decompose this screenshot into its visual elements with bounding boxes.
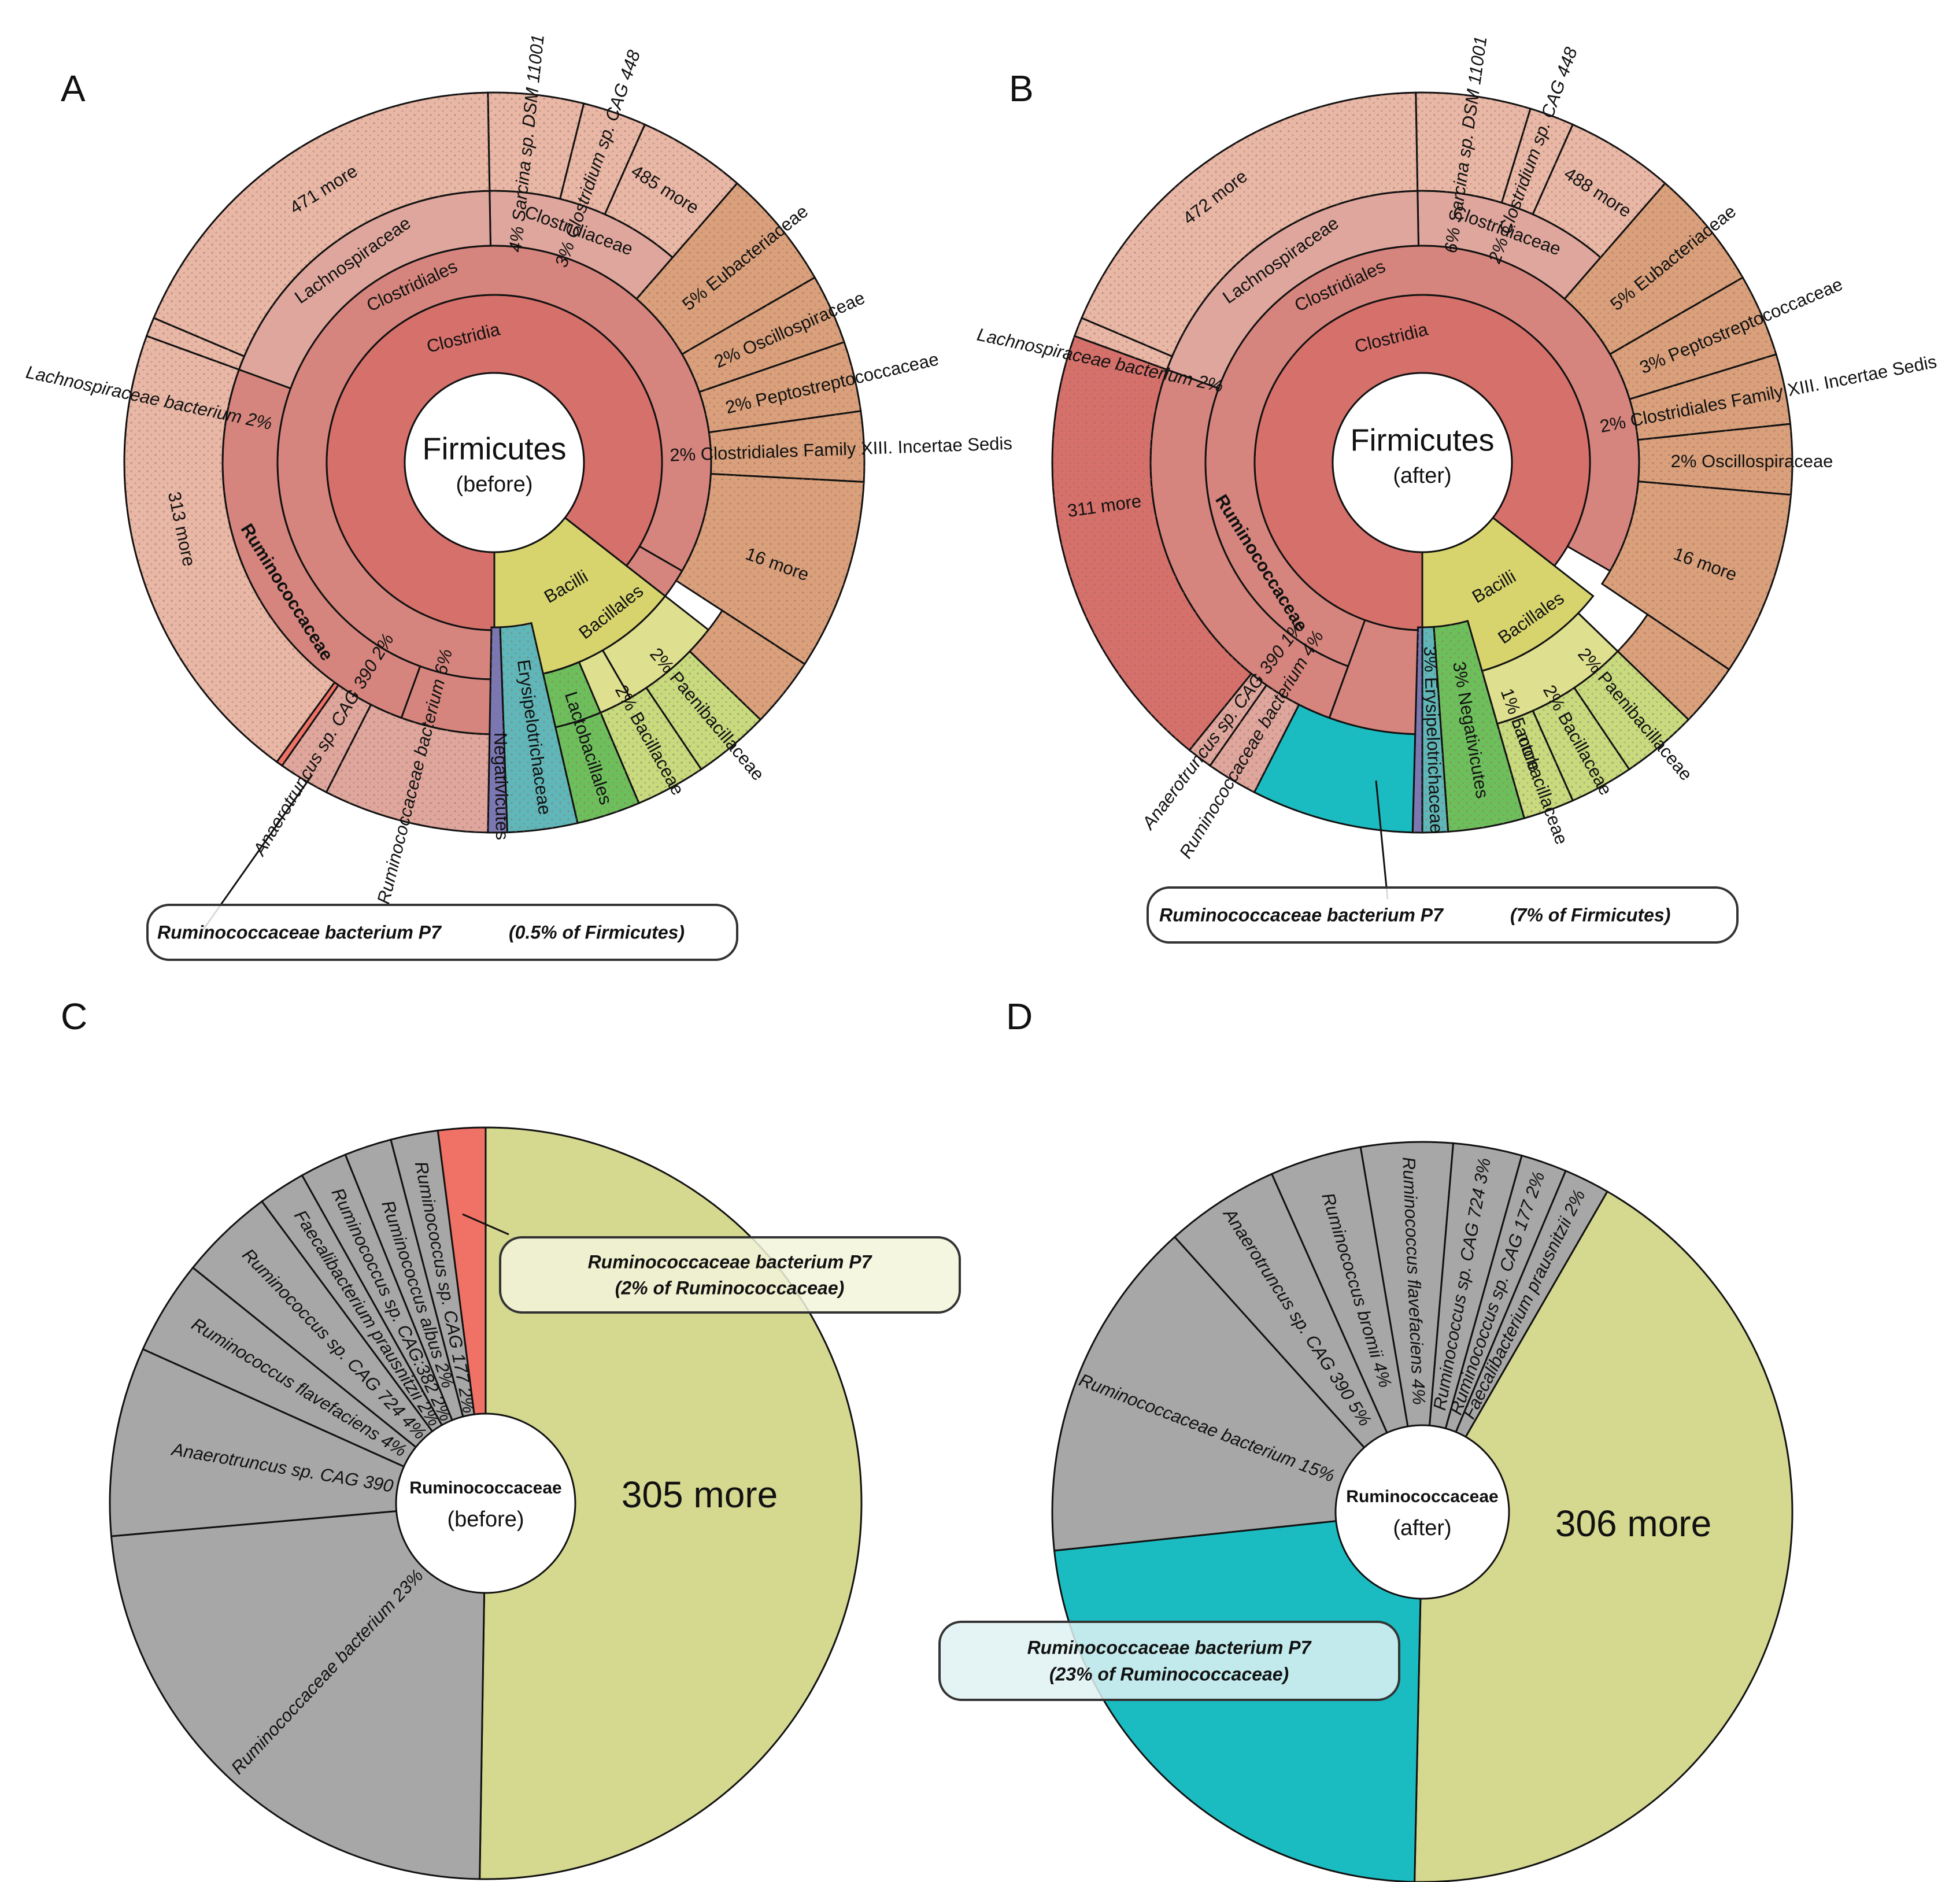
callout-c-line2: (2% of Ruminococcaceae): [615, 1277, 845, 1298]
pie-slice-faecalibacterium-prausnitzii: [1421, 1170, 1609, 1513]
species-313-more-texture: [124, 336, 335, 762]
species-clostridium-texture: [1502, 108, 1573, 215]
pie-slice-anaerotruncus-sp-cag-390: [109, 1348, 489, 1537]
family-incertae-sedis-texture: [1629, 354, 1791, 440]
center-circle: [404, 372, 585, 553]
panel-label-d: D: [1006, 996, 1033, 1037]
order-label-negativicutes: Negativicutes: [490, 733, 512, 841]
species-311-more-texture: [1052, 336, 1252, 750]
family-peptostreptococcaceae-texture: [1610, 278, 1777, 400]
center-circle: [1332, 372, 1513, 553]
pie-slice-ruminococcaceae-bacterium: [1051, 1236, 1425, 1552]
pie-slice-ruminococcaceae-bacterium: [110, 1502, 487, 1880]
order-lactobacillales-texture: [543, 662, 601, 727]
family-paenibacillaceae-texture: [1574, 651, 1689, 770]
panel-label-b: B: [1009, 68, 1034, 109]
callout-b-leader: [1375, 780, 1389, 900]
family-bacillaceae-texture: [600, 687, 701, 804]
panel-label-c: C: [61, 996, 87, 1037]
family-peptostreptococcaceae-texture: [699, 342, 861, 432]
callout-a-rest: (0.5% of Firmicutes): [509, 922, 685, 942]
callout-c-box: [499, 1236, 961, 1314]
species-clostridium-texture: [560, 103, 645, 215]
species-ruminococcaceae-bacterium-texture: [1210, 685, 1299, 793]
callout-b-text: Ruminococcaceae bacterium P7: [1159, 904, 1444, 925]
callout-a-box: [146, 904, 738, 961]
family-lactobacillaceae-texture: [1497, 711, 1573, 819]
pie-label-305-more: 305 more: [622, 1474, 778, 1515]
family-eubacteriaceae-texture: [637, 183, 815, 354]
panel-b-sunburst: Firmicutes(after)ClostridiaBacilliClostr…: [975, 35, 1939, 900]
family-erysipelotrichaceae-texture: [500, 623, 578, 833]
family-lactobacillaceae-texture: [555, 712, 639, 823]
species-anaerotruncus-texture: [282, 685, 371, 793]
pie-slice-ruminococcaceae-bacterium-p7: [437, 1126, 487, 1504]
center-subtitle: (before): [456, 472, 532, 497]
center-title: Firmicutes: [1350, 423, 1494, 457]
callout-d-box: [938, 1621, 1400, 1701]
family-eubacteriaceae-texture: [1565, 183, 1743, 354]
center-title: Ruminococcaceae: [409, 1478, 561, 1498]
family-sixteen-more-texture: [1602, 481, 1791, 670]
pie-slice-305-more: [479, 1126, 863, 1880]
callout-d-line1: Ruminococcaceae bacterium P7: [1027, 1637, 1312, 1658]
species-472-more-texture: [1081, 93, 1418, 357]
species-sarcina-texture: [487, 93, 584, 199]
center-title: Ruminococcaceae: [1346, 1487, 1498, 1506]
order-erysipelotrichaceae-texture: [1422, 627, 1448, 833]
family-bacillales-outer-texture: [690, 610, 805, 720]
pie-slice-anaerotruncus-sp-cag-390: [1173, 1173, 1423, 1513]
callout-a-text: Ruminococcaceae bacterium P7: [157, 922, 442, 942]
order-negativicutes-texture: [1433, 620, 1525, 832]
family-sixteen-more-texture: [676, 474, 864, 664]
species-lachnospiraceae-bacterium-texture: [1074, 317, 1173, 370]
species-485-more-texture: [605, 124, 737, 258]
callout-b-box: [1147, 886, 1739, 944]
species-sarcina-texture: [1415, 93, 1531, 203]
center-circle: [395, 1413, 576, 1594]
pie-slice-306-more: [1414, 1190, 1793, 1882]
species-anaerotruncus-texture: [1189, 674, 1267, 766]
callout-b-rest: (7% of Firmicutes): [1510, 904, 1670, 925]
family-label-oscillospiraceae: 2% Oscillospiraceae: [1671, 451, 1833, 471]
family-bacillaceae-texture: [1533, 687, 1629, 801]
family-oscillospiraceae-texture: [1637, 424, 1792, 495]
callouts: Ruminococcaceae bacterium P7 (0.5% of Fi…: [146, 886, 1739, 1701]
species-lachnospiraceae-bacterium-texture: [146, 317, 245, 370]
callout-c-line1: Ruminococcaceae bacterium P7: [588, 1251, 873, 1272]
species-471-more-texture: [153, 93, 490, 357]
family-paenibacillaceae-texture: [646, 651, 761, 770]
family-oscillospiraceae-texture: [682, 278, 845, 392]
center-circle: [1334, 1424, 1510, 1600]
family-incertae-sedis-texture: [709, 411, 864, 482]
center-title: Firmicutes: [422, 431, 566, 466]
panel-a-sunburst: Firmicutes(before)ClostridiaBacilliClost…: [24, 34, 1012, 931]
pie-label-306-more: 306 more: [1555, 1503, 1711, 1544]
panel-label-a: A: [61, 68, 86, 109]
species-ruminococcaceae-bacterium-texture: [326, 704, 490, 833]
center-subtitle: (before): [447, 1507, 524, 1532]
order-other-texture: [1412, 627, 1422, 833]
callout-d-line2: (23% of Ruminococcaceae): [1049, 1663, 1289, 1684]
family-bacillales-outer-texture: [1618, 614, 1729, 720]
center-subtitle: (after): [1393, 464, 1451, 488]
species-488-more-texture: [1533, 124, 1665, 258]
callout-c-leader: [462, 1213, 509, 1236]
family-negativicutes-texture: [487, 627, 508, 833]
center-subtitle: (after): [1393, 1516, 1451, 1540]
